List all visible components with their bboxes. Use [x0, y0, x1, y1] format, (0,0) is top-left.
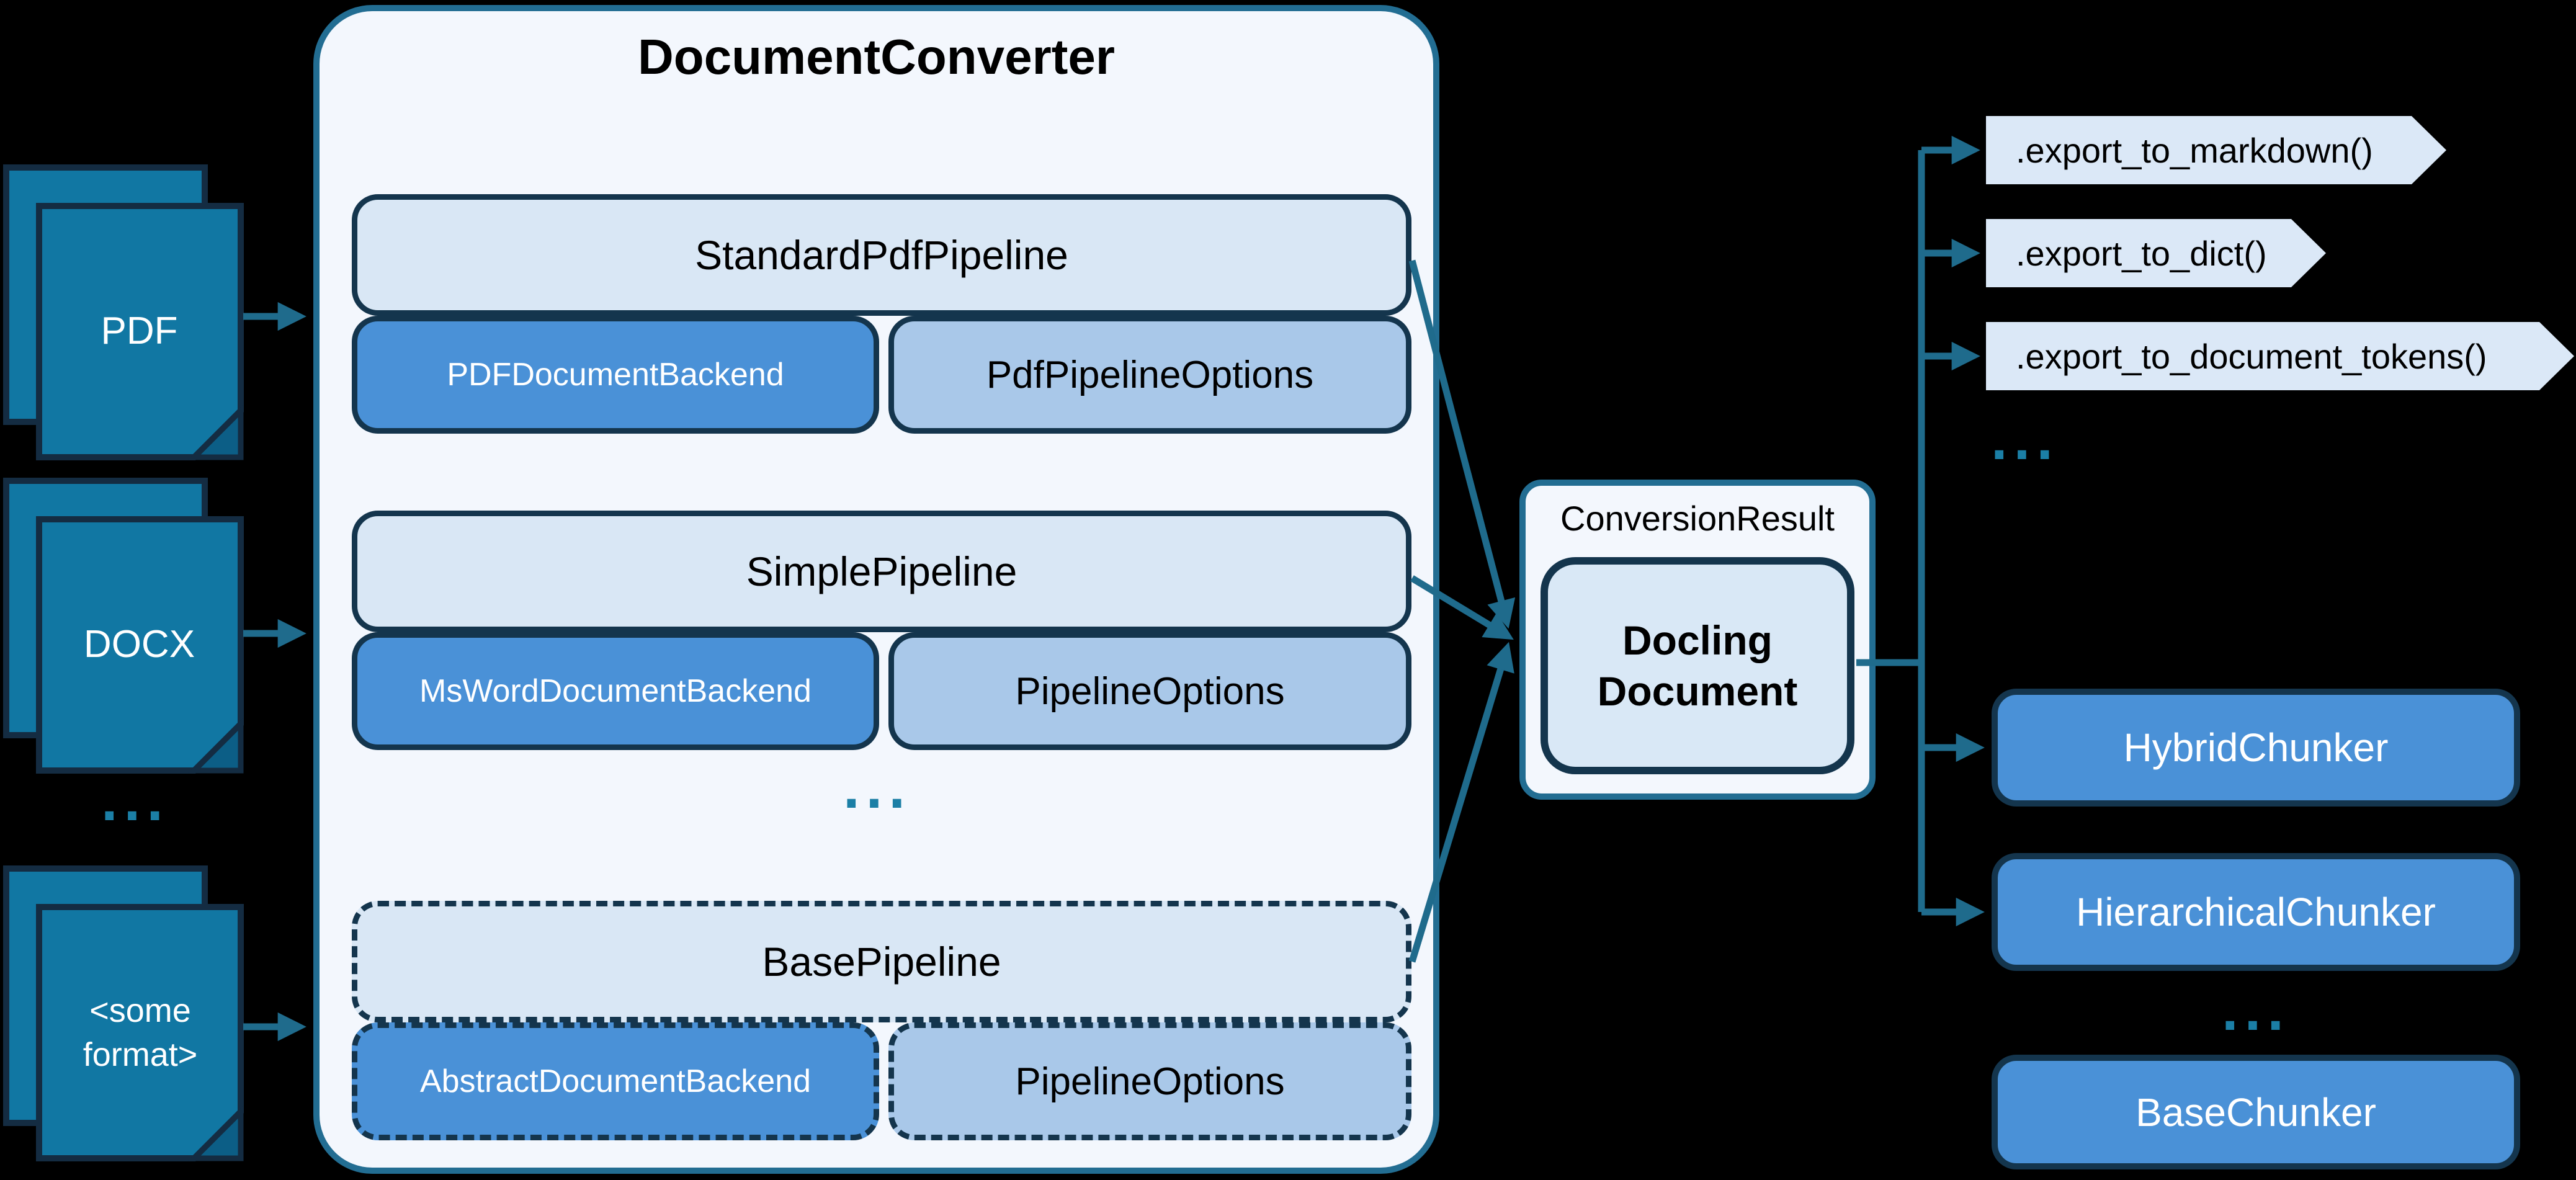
- inputs-ellipsis: ...: [101, 767, 169, 833]
- backend-box: AbstractDocumentBackend: [352, 1022, 879, 1140]
- options-box: PdfPipelineOptions: [888, 316, 1411, 434]
- input-format-label: PDF: [101, 310, 178, 353]
- document-stack-icon: [3, 478, 244, 774]
- pipeline-box: SimplePipeline: [352, 511, 1411, 632]
- backend-box: MsWordDocumentBackend: [352, 632, 879, 750]
- docling-document-box: Docling Document: [1541, 557, 1854, 774]
- pipeline-box: BasePipeline: [352, 901, 1411, 1022]
- export-method-chevron: .export_to_document_tokens(): [1986, 322, 2574, 390]
- options-box: PipelineOptions: [888, 632, 1411, 750]
- export-method-chevron: .export_to_dict(): [1986, 219, 2326, 287]
- conversion-result-title: ConversionResult: [1560, 498, 1835, 538]
- input-format-label: DOCX: [83, 623, 195, 666]
- pipelines-ellipsis: ...: [843, 754, 911, 821]
- chunkers-ellipsis: ...: [2221, 977, 2290, 1043]
- pdf-documents-icon: PDF: [2, 163, 248, 465]
- pipeline-box: StandardPdfPipeline: [352, 194, 1411, 316]
- export-method-chevron: .export_to_markdown(): [1986, 116, 2446, 184]
- input-format-label: <some format>: [83, 992, 198, 1073]
- chunker-box: BaseChunker: [1992, 1055, 2520, 1169]
- some-format-documents-icon: <some format>: [2, 864, 248, 1166]
- document-converter-title: DocumentConverter: [637, 29, 1116, 84]
- exports-ellipsis: ...: [1990, 406, 2059, 472]
- document-stack-icon: [3, 164, 244, 460]
- backend-box: PDFDocumentBackend: [352, 316, 879, 434]
- chunker-box: HierarchicalChunker: [1992, 853, 2520, 971]
- document-stack-icon: [3, 865, 244, 1161]
- chunker-box: HybridChunker: [1992, 689, 2520, 807]
- options-box: PipelineOptions: [888, 1022, 1411, 1140]
- docx-documents-icon: DOCX: [2, 476, 248, 778]
